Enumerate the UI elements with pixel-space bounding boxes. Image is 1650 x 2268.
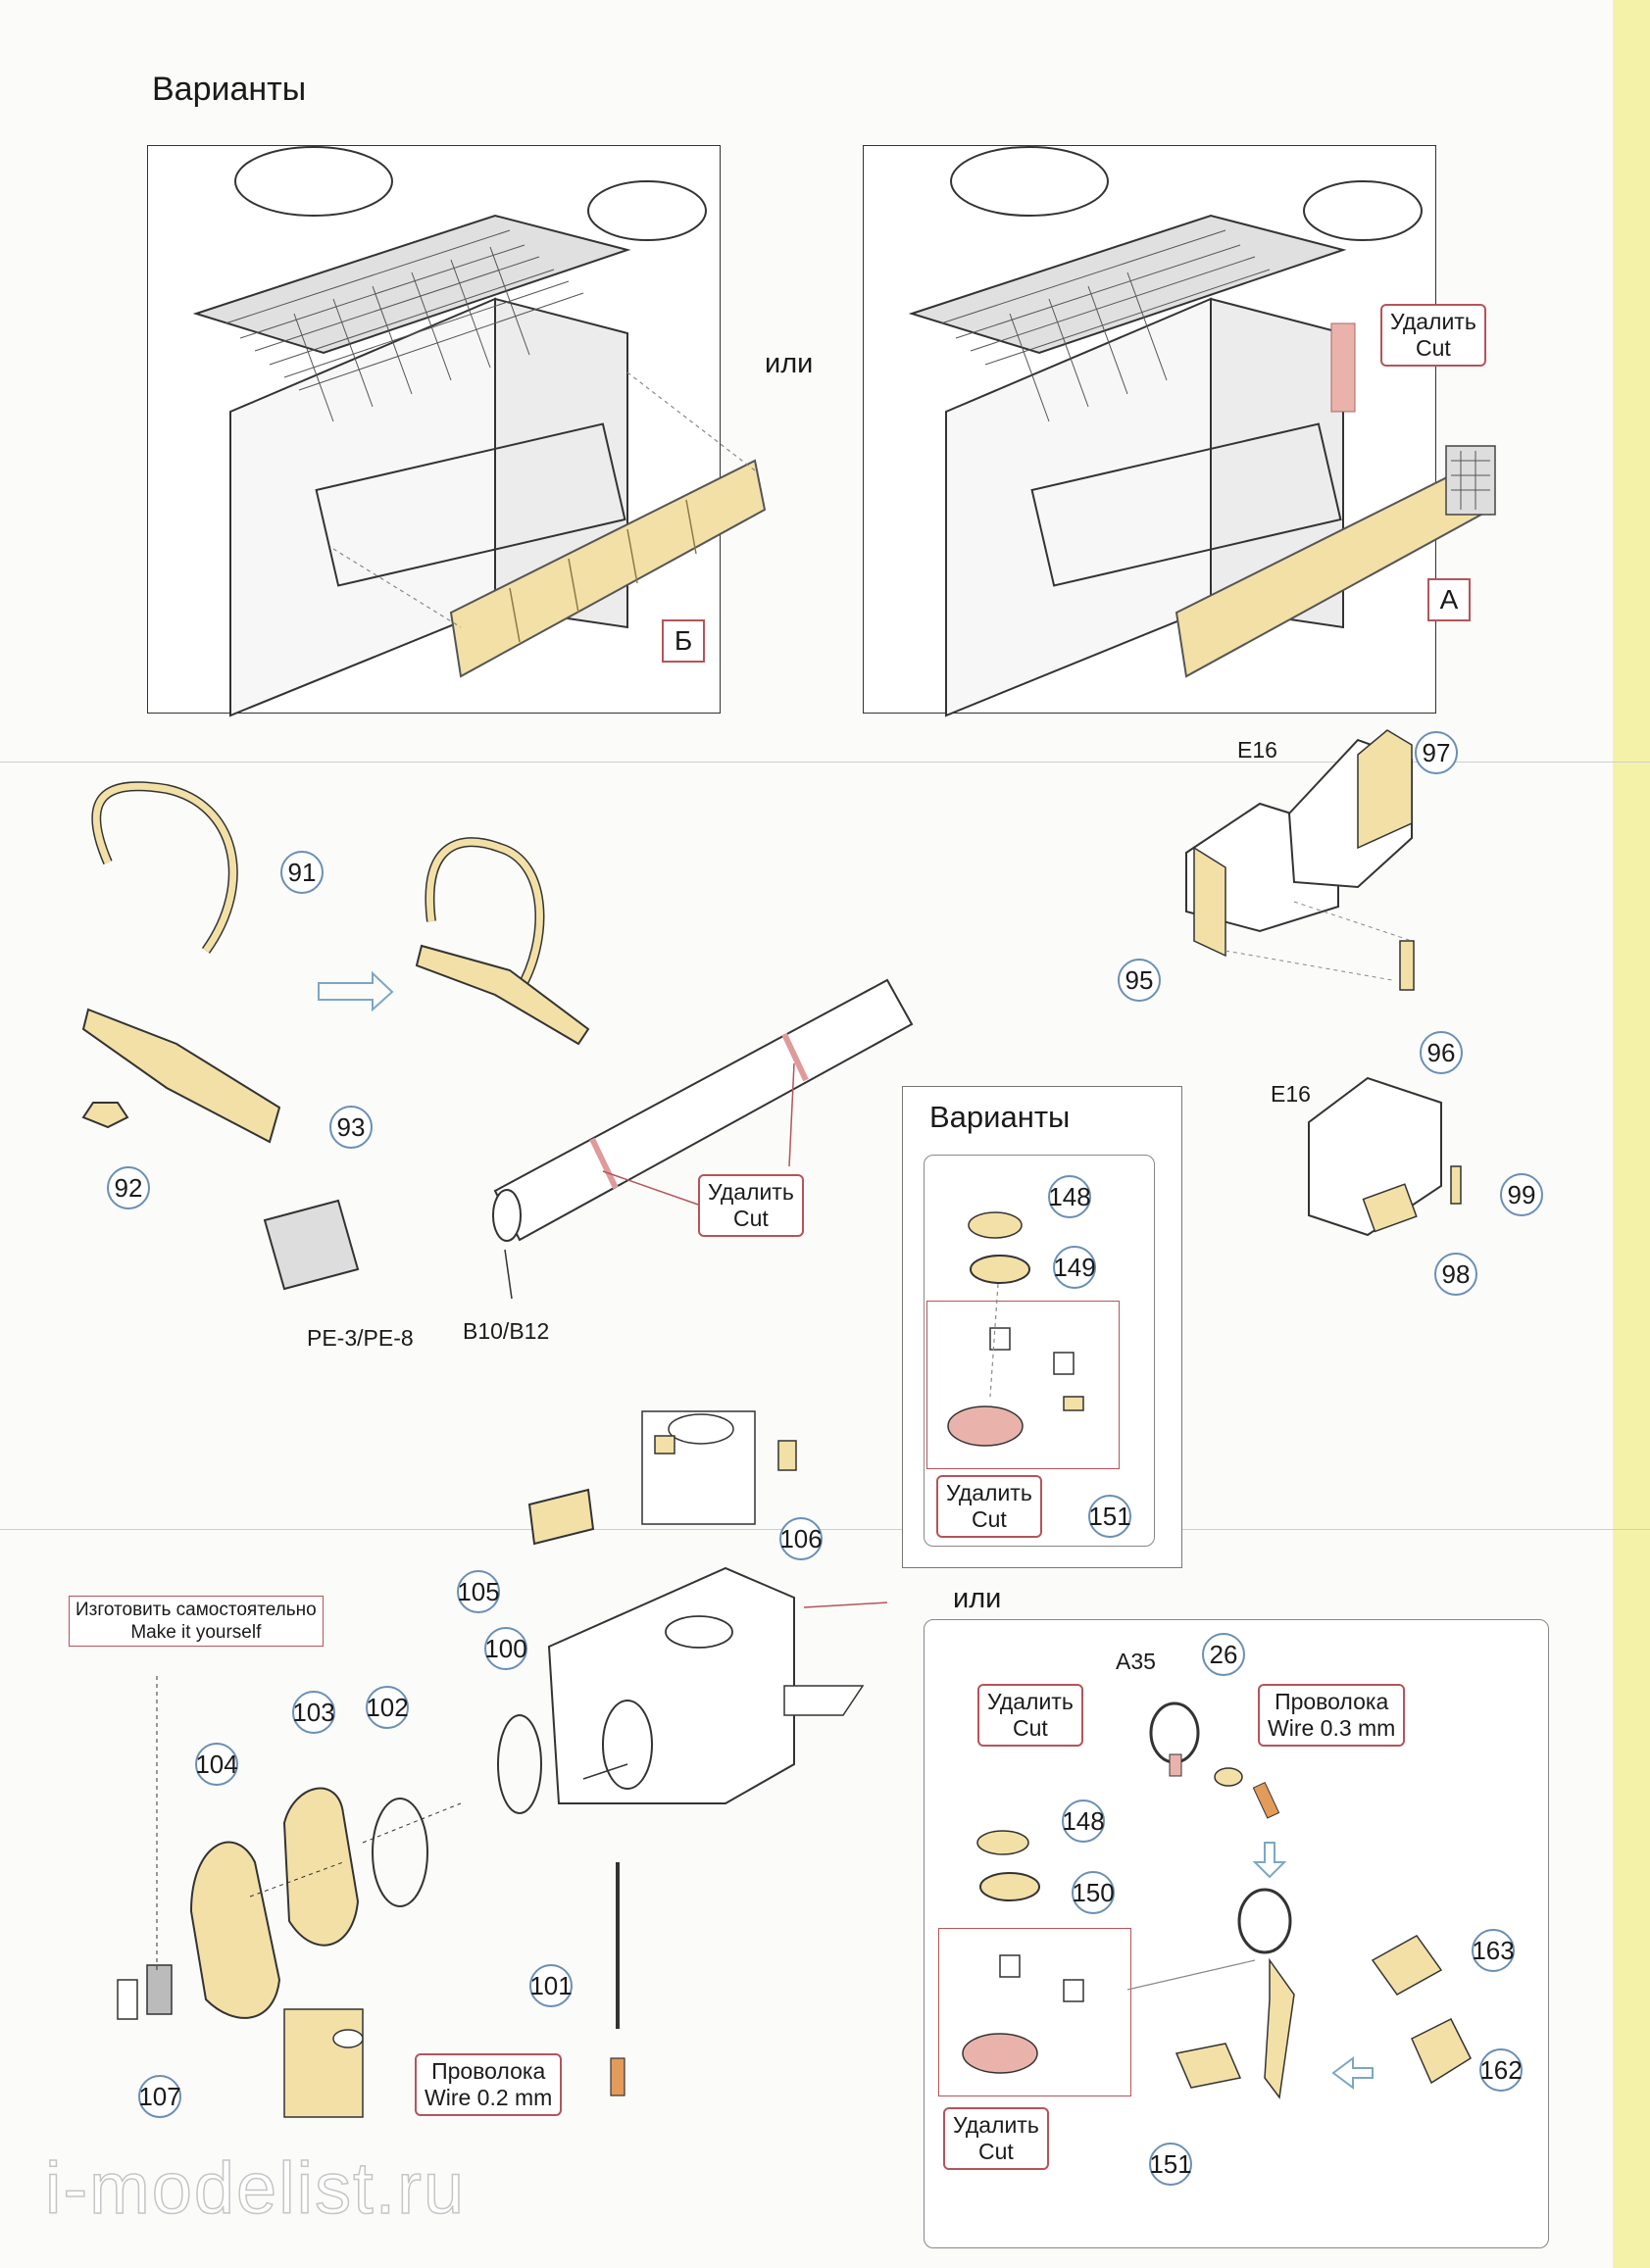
fold-line-1 (0, 762, 1650, 763)
variant-1-detail (926, 1301, 1120, 1469)
part-103: 103 (292, 1691, 335, 1734)
part-148-a: 148 (1048, 1175, 1091, 1218)
part-97: 97 (1415, 731, 1458, 774)
part-93: 93 (329, 1106, 373, 1149)
edge-strip (1613, 0, 1650, 2268)
or-label-box: или (953, 1583, 1002, 1614)
variant-badge-a: А (1427, 578, 1471, 621)
code-e16-mid: E16 (1271, 1081, 1311, 1107)
watermark: i-modelist.ru (44, 2146, 466, 2230)
part-151-b: 151 (1149, 2143, 1192, 2186)
part-151-a: 151 (1088, 1495, 1131, 1538)
variant-badge-b: Б (662, 619, 705, 663)
part-107: 107 (138, 2075, 181, 2118)
part-150: 150 (1072, 1871, 1115, 1914)
part-163: 163 (1472, 1929, 1515, 1972)
part-106: 106 (779, 1517, 823, 1560)
fold-line-2 (0, 1529, 1650, 1530)
code-b10: B10/B12 (463, 1318, 550, 1344)
part-99: 99 (1500, 1173, 1543, 1216)
part-91: 91 (280, 851, 324, 894)
variants-heading-top: Варианты (152, 71, 307, 108)
part-162: 162 (1479, 2048, 1523, 2092)
code-a35: A35 (1116, 1649, 1156, 1674)
part-148-b: 148 (1062, 1800, 1105, 1843)
part-95: 95 (1118, 959, 1161, 1002)
part-102: 102 (366, 1686, 409, 1729)
part-100: 100 (484, 1627, 527, 1670)
part-96: 96 (1420, 1031, 1463, 1074)
part-149: 149 (1053, 1246, 1096, 1289)
part-104: 104 (195, 1743, 238, 1786)
part-92: 92 (107, 1166, 150, 1209)
part-105: 105 (457, 1570, 500, 1613)
code-e16-top: E16 (1237, 737, 1277, 763)
part-98: 98 (1434, 1253, 1477, 1296)
part-26: 26 (1202, 1633, 1245, 1676)
part-101: 101 (529, 1964, 573, 2007)
variant-2-detail (938, 1928, 1131, 2096)
or-label-top: или (765, 348, 814, 379)
variants-heading-box: Варианты (929, 1100, 1071, 1134)
code-pe: PE-3/PE-8 (307, 1325, 414, 1351)
